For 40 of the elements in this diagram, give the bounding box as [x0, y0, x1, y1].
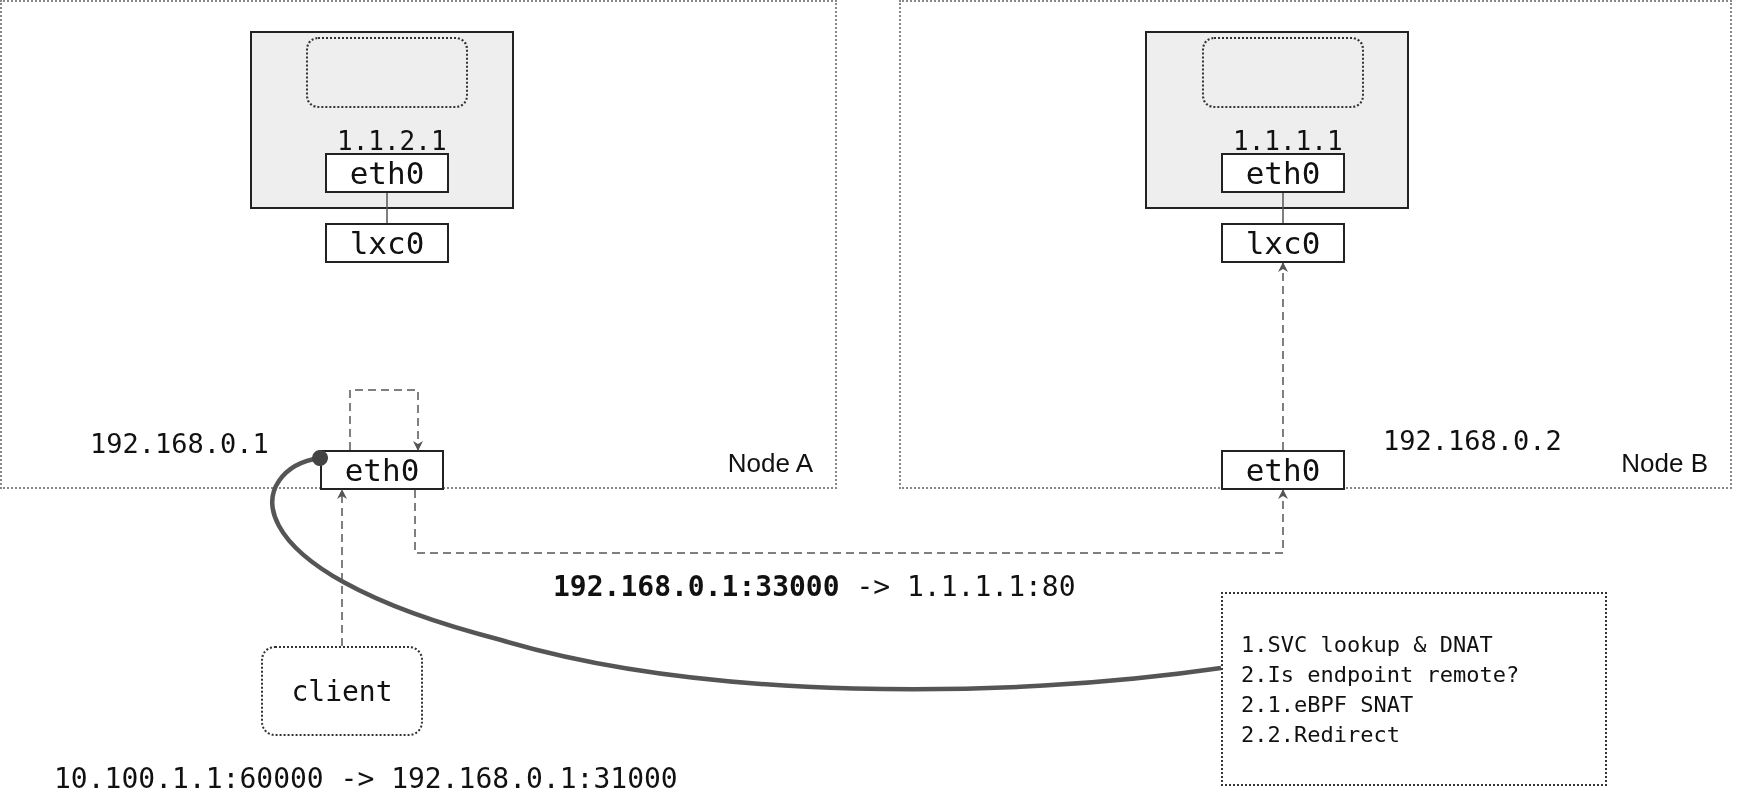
pod-box: [250, 31, 514, 209]
interface-label: eth0: [344, 452, 420, 488]
ip-address-label: 1.1.1.1: [1233, 126, 1343, 156]
leader-line: [270, 450, 1222, 692]
note-line: 2.Is endpoint remote?: [1241, 661, 1521, 689]
note-line: 2.1.eBPF SNAT: [1241, 691, 1415, 719]
ip-address-label: 192.168.0.1: [90, 428, 269, 459]
interface-box: [325, 153, 449, 193]
arrow: [414, 489, 1288, 554]
arrow: [349, 389, 423, 451]
client-label: client: [291, 674, 393, 708]
interface-label: eth0: [1245, 452, 1321, 488]
interface-box: [1221, 153, 1345, 193]
container-box: [1202, 37, 1364, 108]
note-line: 2.2.Redirect: [1241, 721, 1401, 749]
client-box: [261, 646, 423, 736]
interface-box: [1221, 223, 1345, 263]
interface-box: [1221, 450, 1345, 490]
region-label: Node B: [1621, 448, 1708, 479]
ip-address-label: 192.168.0.2: [1383, 425, 1562, 456]
container-box: [306, 37, 468, 108]
note-line: 1.SVC lookup & DNAT: [1241, 631, 1494, 659]
connector-line: [1282, 192, 1284, 224]
arrow: [337, 489, 347, 647]
interface-label: lxc0: [349, 225, 425, 261]
interface-box: [320, 450, 444, 490]
interface-box: [325, 223, 449, 263]
flow-address-label: 10.100.1.1:60000 -> 192.168.0.1:31000: [54, 762, 678, 792]
note-box: [1221, 592, 1607, 786]
interface-label: lxc0: [1245, 225, 1321, 261]
cluster-node-region: [0, 0, 837, 489]
cluster-node-region: [899, 0, 1732, 489]
region-label: Node A: [727, 448, 813, 479]
flow-address-label: 192.168.0.1:33000 -> 1.1.1.1:80: [553, 570, 1076, 603]
interface-label: eth0: [1245, 155, 1321, 191]
arrow: [1278, 262, 1288, 451]
connector-line: [386, 192, 388, 224]
pod-box: [1145, 31, 1409, 209]
interface-label: eth0: [349, 155, 425, 191]
ip-address-label: 1.1.2.1: [337, 126, 447, 156]
